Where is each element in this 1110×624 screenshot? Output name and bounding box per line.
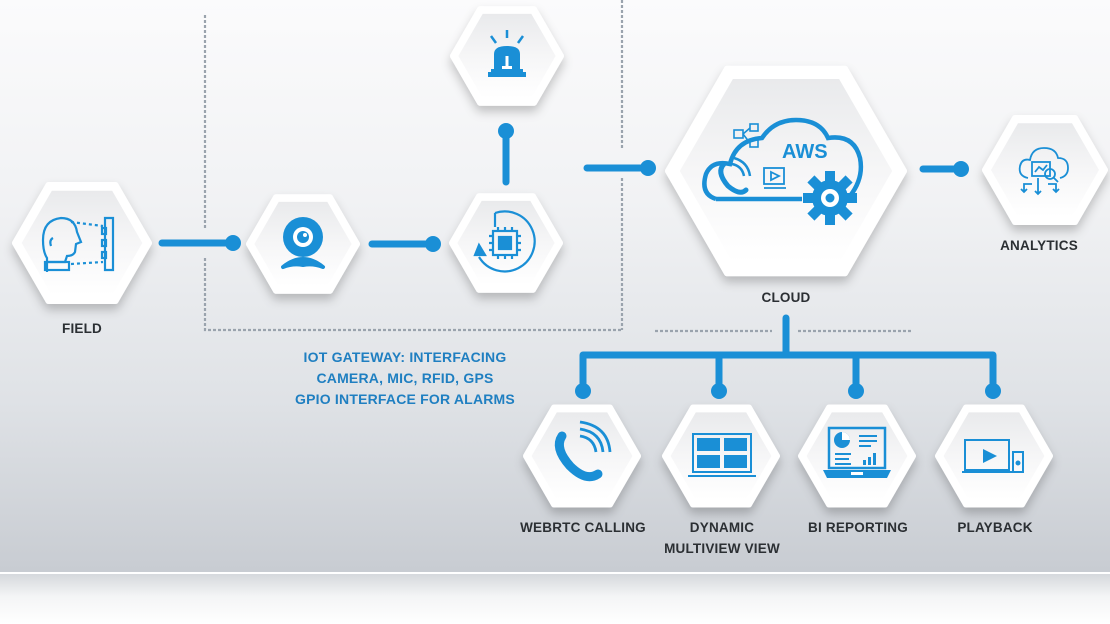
connector-dot (575, 383, 591, 399)
label-analytics: ANALYTICS (1000, 238, 1078, 253)
connector-dot (985, 383, 1001, 399)
architecture-diagram: AWS (12, 0, 1108, 508)
boundary-left (203, 15, 622, 332)
gear-icon (803, 171, 857, 225)
label-multiview-2: MULTIVIEW VIEW (664, 541, 780, 556)
footer-shade (0, 574, 1110, 624)
node-analytics-face (991, 123, 1099, 217)
phone-call-icon (554, 420, 612, 482)
connector-dot (425, 236, 441, 252)
connector-dot (711, 383, 727, 399)
phone-wave-icon (718, 156, 752, 195)
connectors (158, 123, 1001, 399)
gateway-boundary (203, 0, 912, 333)
connector-dot (640, 160, 656, 176)
gateway-caption-line3: GPIO INTERFACE FOR ALARMS (295, 391, 515, 407)
laptop-report-icon (823, 426, 891, 478)
multiview-screen-icon (688, 433, 756, 477)
video-playback-icon (962, 439, 1024, 473)
label-bi: BI REPORTING (808, 520, 908, 535)
workflow-icon (733, 123, 759, 148)
connector-dot (225, 235, 241, 251)
video-frame-icon (763, 167, 786, 189)
connector-dot (498, 123, 514, 139)
face-scanner-icon (41, 216, 115, 272)
node-cloud-face (679, 79, 893, 263)
siren-alarm-icon (488, 30, 526, 77)
cloud-analytics-icon (1018, 147, 1069, 196)
background-edge (0, 572, 1110, 574)
gateway-caption-line2: CAMERA, MIC, RFID, GPS (316, 370, 494, 386)
label-playback: PLAYBACK (957, 520, 1033, 535)
label-multiview-1: DYNAMIC (689, 520, 755, 535)
connector-dot (848, 383, 864, 399)
connector-dot (953, 161, 969, 177)
aws-text: AWS (782, 141, 828, 163)
gateway-caption: IOT GATEWAY: INTERFACING CAMERA, MIC, RF… (270, 347, 540, 410)
label-webrtc: WEBRTC CALLING (520, 520, 646, 535)
gateway-caption-line1: IOT GATEWAY: INTERFACING (303, 349, 507, 365)
label-cloud: CLOUD (761, 290, 811, 305)
label-field: FIELD (62, 321, 102, 336)
webcam-icon (281, 217, 325, 269)
connector-cloud-services (579, 314, 997, 392)
processor-chip-cycle-icon (473, 210, 536, 273)
node-webrtc-face (531, 412, 633, 500)
